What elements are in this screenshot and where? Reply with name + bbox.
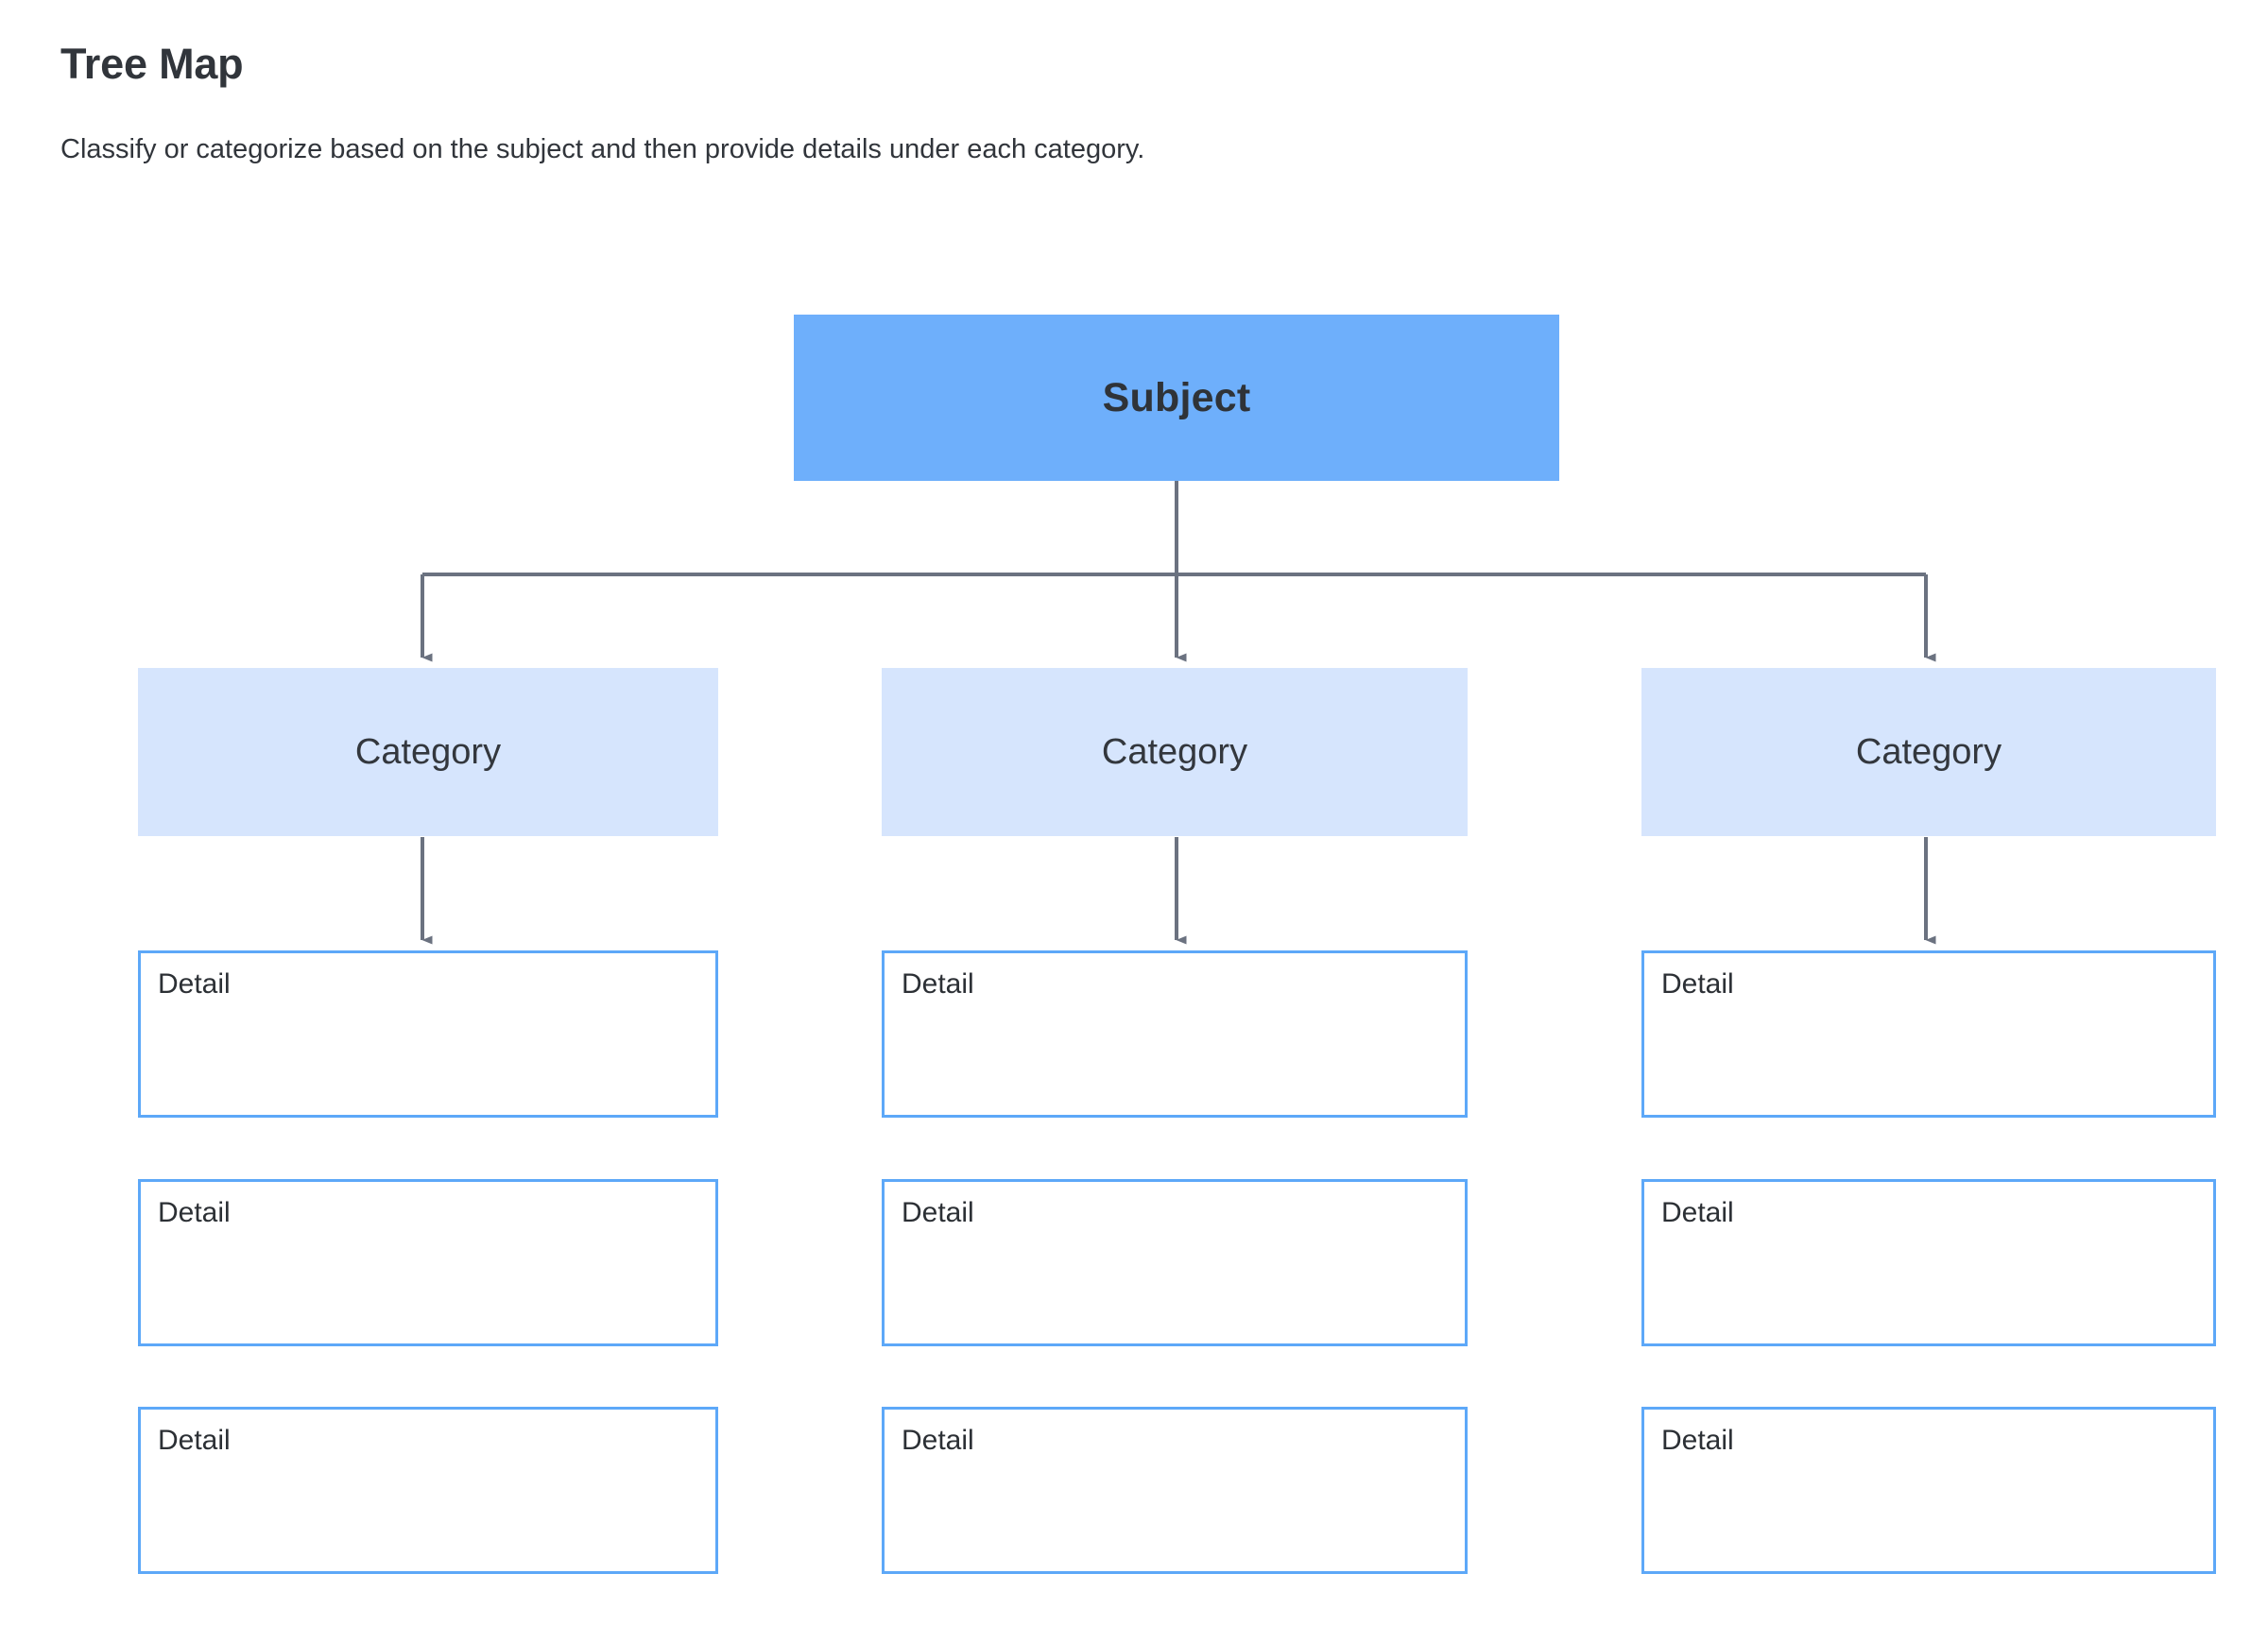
detail-node-3-1[interactable]: Detail bbox=[1641, 950, 2216, 1118]
detail-label: Detail bbox=[158, 1425, 231, 1456]
page-subtitle: Classify or categorize based on the subj… bbox=[60, 134, 1145, 164]
detail-label: Detail bbox=[902, 1197, 974, 1228]
detail-node-1-3[interactable]: Detail bbox=[138, 1407, 718, 1574]
detail-node-1-1[interactable]: Detail bbox=[138, 950, 718, 1118]
detail-node-3-3[interactable]: Detail bbox=[1641, 1407, 2216, 1574]
category-label: Category bbox=[1101, 731, 1248, 772]
detail-label: Detail bbox=[158, 1197, 231, 1228]
detail-label: Detail bbox=[902, 968, 974, 1000]
detail-node-1-2[interactable]: Detail bbox=[138, 1179, 718, 1346]
page-title: Tree Map bbox=[60, 40, 244, 88]
detail-label: Detail bbox=[158, 968, 231, 1000]
category-node-2[interactable]: Category bbox=[882, 668, 1468, 836]
category-node-3[interactable]: Category bbox=[1641, 668, 2216, 836]
detail-label: Detail bbox=[1661, 1425, 1734, 1456]
category-node-1[interactable]: Category bbox=[138, 668, 718, 836]
detail-label: Detail bbox=[1661, 1197, 1734, 1228]
category-label: Category bbox=[1855, 731, 2002, 772]
detail-label: Detail bbox=[1661, 968, 1734, 1000]
subject-label: Subject bbox=[1102, 374, 1251, 420]
detail-label: Detail bbox=[902, 1425, 974, 1456]
category-label: Category bbox=[354, 731, 502, 772]
detail-node-2-1[interactable]: Detail bbox=[882, 950, 1468, 1118]
detail-node-2-3[interactable]: Detail bbox=[882, 1407, 1468, 1574]
subject-node[interactable]: Subject bbox=[794, 315, 1559, 481]
detail-node-2-2[interactable]: Detail bbox=[882, 1179, 1468, 1346]
detail-node-3-2[interactable]: Detail bbox=[1641, 1179, 2216, 1346]
